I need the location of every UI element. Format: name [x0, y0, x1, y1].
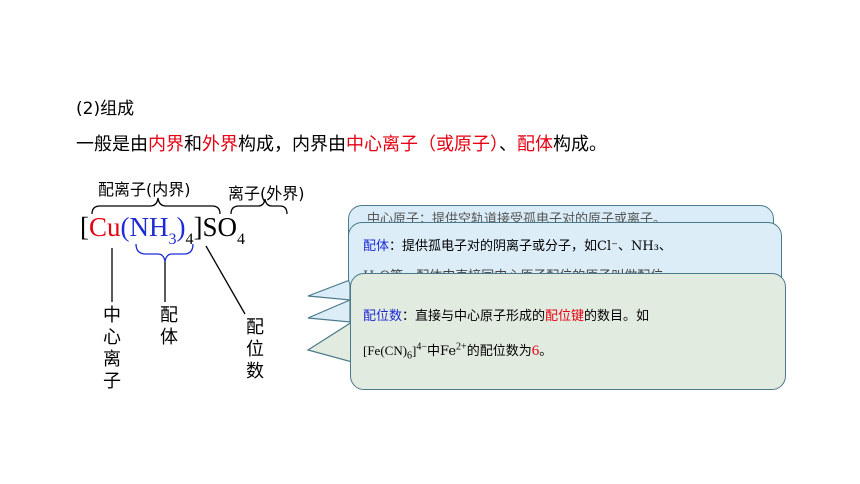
label-char: 离 — [103, 349, 121, 370]
ligand-formula: NH — [129, 212, 169, 242]
example-ion-charge: 2+ — [456, 341, 467, 353]
callout-cn-label: 配位数 — [363, 309, 403, 324]
label-char: 子 — [103, 371, 121, 392]
callout-cn-text2: 的数目。如 — [584, 309, 650, 324]
intro-text-3: 构成，内界由 — [238, 134, 346, 155]
label-char: 配 — [160, 305, 178, 326]
example-text: 的配位数为 — [466, 344, 532, 359]
inner-sphere-caption: 配离子(内界) — [98, 180, 191, 199]
counter-ion: SO — [202, 212, 238, 242]
callout-cn-line1: 配位数：直接与中心原子形成的配位键的数目。如 — [363, 305, 649, 324]
outer-brace — [230, 198, 288, 215]
label-char: 心 — [103, 327, 121, 348]
intro-text-5: 构成。 — [553, 134, 607, 155]
example-ion: 中Fe — [427, 344, 457, 359]
callout-cn-line2: [Fe(CN)6]4−中Fe2+的配位数为6。 — [363, 340, 552, 362]
example-number: 6 — [531, 343, 540, 359]
intro-ligand: 配体 — [517, 134, 553, 155]
complex-formula: [Cu(NH3)4]SO4 — [80, 212, 245, 248]
intro-inner: 内界 — [148, 134, 184, 155]
intro-center: 中心离子（或原子） — [346, 134, 499, 155]
callout-ligand-label: 配体 — [363, 239, 390, 254]
cn-pointer — [205, 245, 246, 315]
example-end: 。 — [539, 344, 553, 359]
label-char: 中 — [103, 305, 121, 326]
callout-cn-text1: ：直接与中心原子形成的 — [402, 309, 546, 324]
bracket-open: [ — [80, 212, 89, 242]
example-formula: [Fe(CN) — [363, 343, 408, 358]
label-char: 配 — [246, 317, 264, 338]
bracket-close: ] — [193, 212, 203, 242]
example-subscript: 6 — [407, 350, 413, 362]
intro-outer: 外界 — [202, 134, 238, 155]
label-central-ion: 中 心 离 子 — [101, 305, 123, 393]
label-char: 体 — [160, 327, 178, 348]
intro-text-1: 一般是由 — [76, 134, 148, 155]
paren-close: ) — [176, 212, 186, 242]
central-metal: Cu — [89, 212, 121, 242]
callout-ligand-text: 配体：提供孤电子对的阴离子或分子，如Cl⁻、NH₃、 — [363, 235, 672, 254]
intro-sentence: 一般是由内界和外界构成，内界由中心离子（或原子）、配体构成。 — [76, 130, 607, 156]
coordination-subscript: 4 — [185, 231, 194, 248]
label-char: 数 — [246, 361, 264, 382]
section-heading: (2)组成 — [76, 99, 135, 119]
intro-text-2: 和 — [184, 134, 202, 155]
label-char: 位 — [246, 339, 264, 360]
callout-cn-key: 配位键 — [545, 309, 585, 324]
example-charge: 4− — [416, 341, 428, 353]
label-coordination-number: 配 位 数 — [244, 317, 266, 383]
callout-ligand-body: ：提供孤电子对的阴离子或分子，如Cl⁻、NH₃、 — [389, 239, 672, 254]
ligand-subscript: 3 — [168, 231, 177, 248]
paren-open: ( — [120, 212, 130, 242]
tail-box3 — [306, 320, 353, 363]
intro-text-4: 、 — [499, 134, 517, 155]
callout-coordination-number: 配位数：直接与中心原子形成的配位键的数目。如 [Fe(CN)6]4−中Fe2+的… — [350, 273, 786, 390]
example-bracket: ] — [412, 343, 417, 358]
label-ligand: 配 体 — [158, 305, 180, 349]
counter-ion-subscript: 4 — [237, 231, 246, 248]
outer-sphere-caption: 离子(外界) — [228, 184, 305, 203]
inner-brace — [91, 197, 221, 215]
